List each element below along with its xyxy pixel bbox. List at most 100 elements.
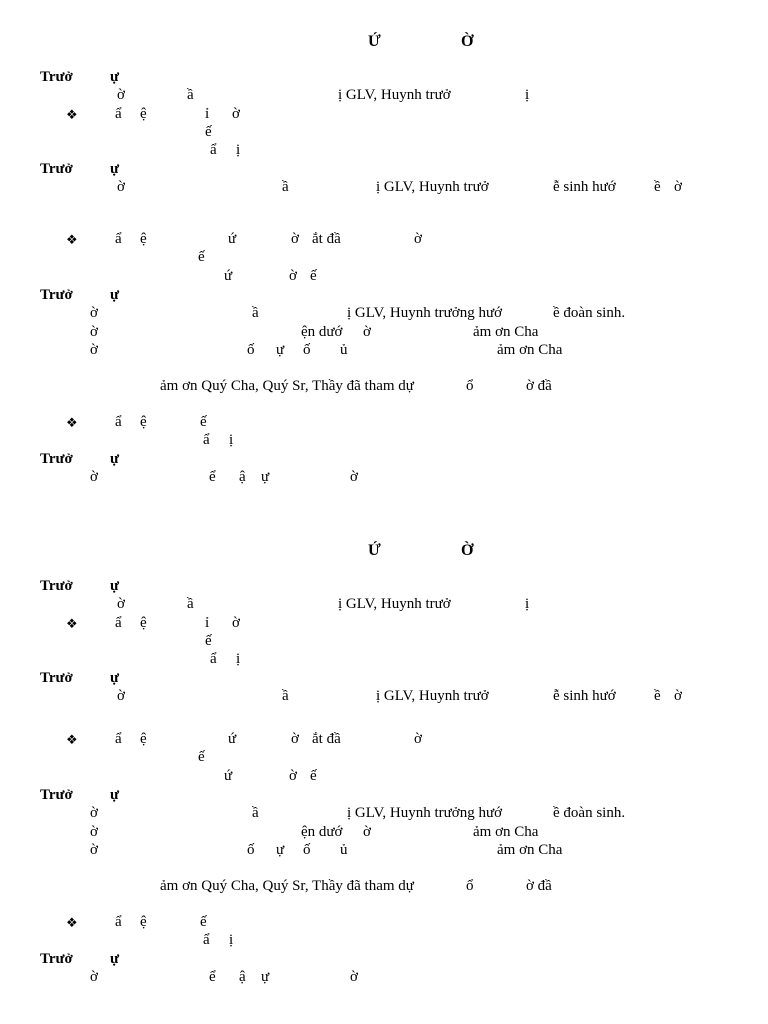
text-fragment: ờ (289, 768, 297, 784)
role-label: Trưở (40, 951, 73, 967)
text-fragment: ờ (232, 615, 240, 631)
text-fragment: ế (198, 249, 205, 265)
role-label-suffix: ự (110, 951, 120, 967)
section-title: Ứ (368, 33, 381, 50)
text-fragment: ầ (187, 87, 194, 103)
bullet-icon: ❖ (66, 232, 78, 247)
text-fragment: ảm ơn Quý Cha, Quý Sr, Thầy đã tham dự (160, 878, 414, 894)
role-label: Trưở (40, 787, 73, 803)
text-fragment: ờ (414, 231, 422, 247)
text-fragment: ẩ (210, 651, 217, 667)
text-fragment: ờ (90, 824, 98, 840)
text-fragment: ế (200, 914, 207, 930)
text-fragment: ể (209, 969, 216, 985)
text-fragment: ị GLV, Huynh trưở (376, 179, 489, 195)
bullet-icon: ❖ (66, 732, 78, 747)
text-fragment: ờ (90, 469, 98, 485)
text-fragment: ề (654, 688, 661, 704)
text-fragment: ệ (140, 914, 147, 930)
text-fragment: ảm ơn Cha (473, 824, 539, 840)
text-fragment: ệ (140, 231, 147, 247)
text-fragment: ẩ (203, 432, 210, 448)
text-fragment: ố (303, 842, 311, 858)
text-fragment: ế (310, 768, 317, 784)
text-fragment: ầ (252, 305, 259, 321)
role-label: Trưở (40, 451, 73, 467)
text-fragment: ờ (291, 731, 299, 747)
text-fragment: ị (229, 932, 234, 948)
text-fragment: ờ (90, 305, 98, 321)
text-fragment: ẩ (210, 142, 217, 158)
role-label-suffix: ự (110, 670, 120, 686)
text-fragment: ị GLV, Huynh trưở (376, 688, 489, 704)
text-fragment: ổ (466, 878, 474, 894)
text-fragment: ẩ (115, 231, 122, 247)
text-fragment: ế (205, 633, 212, 649)
text-fragment: ủ (340, 842, 348, 858)
text-fragment: ể (209, 469, 216, 485)
text-fragment: ỉ (205, 106, 210, 122)
role-label-suffix: ự (110, 69, 120, 85)
text-fragment: ị (236, 142, 241, 158)
text-fragment: ảm ơn Cha (497, 342, 563, 358)
text-fragment: ầ (187, 596, 194, 612)
text-fragment: ị (236, 651, 241, 667)
role-label-suffix: ự (110, 578, 120, 594)
text-fragment: ờ (90, 342, 98, 358)
text-fragment: ị (525, 87, 530, 103)
text-fragment: ệ (140, 615, 147, 631)
text-fragment: ờ (289, 268, 297, 284)
role-label-suffix: ự (110, 287, 120, 303)
role-label: Trưở (40, 69, 73, 85)
text-fragment: ế (310, 268, 317, 284)
text-fragment: ẩ (115, 914, 122, 930)
text-fragment: ờ (90, 969, 98, 985)
role-label-suffix: ự (110, 161, 120, 177)
text-fragment: ờ (117, 688, 125, 704)
text-fragment: ỉ (205, 615, 210, 631)
text-fragment: ự (276, 342, 285, 358)
text-fragment: ờ (90, 805, 98, 821)
text-fragment: ầ (282, 179, 289, 195)
section-title: Ờ (461, 542, 474, 559)
text-fragment: ễ sinh hướ (553, 179, 616, 195)
text-fragment: ẩ (115, 106, 122, 122)
role-label-suffix: ự (110, 787, 120, 803)
bullet-icon: ❖ (66, 915, 78, 930)
text-fragment: ứ (228, 231, 237, 247)
text-fragment: ờ (350, 469, 358, 485)
section-title: Ứ (368, 542, 381, 559)
text-fragment: ị (229, 432, 234, 448)
role-label: Trưở (40, 578, 73, 594)
text-fragment: ờ (90, 842, 98, 858)
text-fragment: ủ (340, 342, 348, 358)
text-fragment: ị GLV, Huynh trưở (338, 87, 451, 103)
role-label: Trưở (40, 161, 73, 177)
text-fragment: ờ đầ (526, 378, 552, 394)
text-fragment: ễ sinh hướ (553, 688, 616, 704)
text-fragment: ắt đầ (312, 231, 341, 247)
text-fragment: ờ (674, 688, 682, 704)
text-fragment: ự (261, 969, 270, 985)
text-fragment: ị GLV, Huynh trưởng hướ (347, 305, 503, 321)
text-fragment: ế (200, 414, 207, 430)
text-fragment: ờ (414, 731, 422, 747)
text-fragment: ầ (252, 805, 259, 821)
text-fragment: ờ (117, 596, 125, 612)
text-fragment: ắt đầ (312, 731, 341, 747)
text-fragment: ề đoàn sinh. (553, 305, 626, 321)
text-fragment: ảm ơn Cha (473, 324, 539, 340)
text-fragment: ờ (232, 106, 240, 122)
text-fragment: ị GLV, Huynh trưở (338, 596, 451, 612)
role-label: Trưở (40, 670, 73, 686)
text-fragment: ờ (363, 824, 371, 840)
bullet-icon: ❖ (66, 616, 78, 631)
text-fragment: ậ (239, 469, 246, 485)
text-fragment: ờ (90, 324, 98, 340)
bullet-icon: ❖ (66, 107, 78, 122)
text-fragment: ế (198, 749, 205, 765)
text-fragment: ảm ơn Cha (497, 842, 563, 858)
text-fragment: ệ (140, 731, 147, 747)
text-fragment: ứ (224, 268, 233, 284)
text-fragment: ờ đầ (526, 878, 552, 894)
